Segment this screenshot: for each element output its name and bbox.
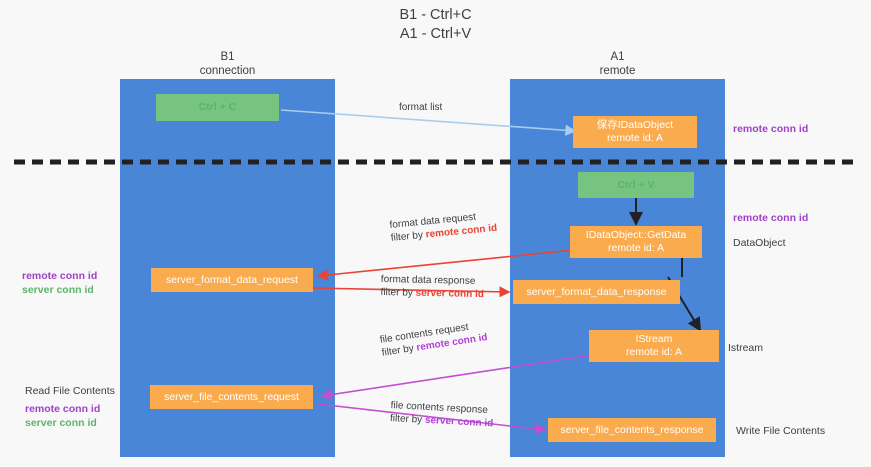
node-server-file-contents-request[interactable]: server_file_contents_request <box>150 385 313 409</box>
node-server-format-data-request[interactable]: server_format_data_request <box>151 268 313 292</box>
node-istream[interactable]: IStream remote id: A <box>589 330 719 362</box>
node-istream-sublabel: remote id: A <box>625 346 683 358</box>
filter-by-accent-4: server conn id <box>424 414 494 430</box>
arrow-file-contents-response <box>317 403 547 435</box>
page-title-line-1: B1 - Ctrl+C <box>399 7 472 23</box>
arrow-format-list <box>280 109 577 136</box>
column-header-b1-name: B1 <box>220 51 235 63</box>
node-idataobject-store-sublabel: remote id: A <box>606 132 664 144</box>
column-header-b1-role: connection <box>199 65 256 77</box>
annotation-remote-conn-id-mid: remote conn id <box>733 212 809 224</box>
node-server-file-contents-request-label: server_file_contents_request <box>164 390 299 403</box>
annotation-write-file-contents: Write File Contents <box>736 425 826 437</box>
page-title: B1 - Ctrl+C A1 - Ctrl+V <box>0 6 871 44</box>
node-idataobject-getdata[interactable]: IDataObject::GetData remote id: A <box>570 226 702 258</box>
node-idataobject-getdata-label: IDataObject::GetData <box>585 229 687 241</box>
node-server-format-data-response[interactable]: server_format_data_response <box>513 280 680 304</box>
edge-label-format-list: format list <box>399 101 442 114</box>
page-title-line-2: A1 - Ctrl+V <box>399 26 472 42</box>
node-server-format-data-request-label: server_format_data_request <box>166 273 298 286</box>
annotation-dataobject: DataObject <box>733 237 786 249</box>
annotation-left-remote-conn-id-2: remote conn id <box>25 403 101 415</box>
node-server-format-data-response-label: server_format_data_response <box>526 285 667 298</box>
column-header-a1: A1 remote <box>510 50 725 78</box>
edge-label-format-list-line1: format list <box>399 102 443 113</box>
node-idataobject-store-label: 保存IDataObject <box>596 119 674 131</box>
edge-label-format-data-response: format data response filter by server co… <box>380 273 484 301</box>
node-ctrl-c[interactable]: Ctrl + C <box>156 94 279 121</box>
node-istream-label: IStream <box>635 333 673 345</box>
node-ctrl-c-label: Ctrl + C <box>198 101 237 113</box>
edge-label-format-data-response-line2: filter by server conn id <box>380 286 484 301</box>
filter-by-accent-2: server conn id <box>415 287 485 301</box>
filter-by-prefix-2: filter by <box>380 286 416 299</box>
annotation-left-server-conn-id-2: server conn id <box>25 417 97 429</box>
filter-by-prefix-4: filter by <box>389 412 426 426</box>
node-server-file-contents-response[interactable]: server_file_contents_response <box>548 418 716 442</box>
filter-by-prefix-1: filter by <box>390 229 427 244</box>
node-idataobject-getdata-sublabel: remote id: A <box>607 242 665 254</box>
arrow-format-data-request <box>316 249 574 281</box>
node-idataobject-store[interactable]: 保存IDataObject remote id: A <box>573 116 697 148</box>
column-header-b1: B1 connection <box>120 50 335 78</box>
arrow-file-contents-request <box>320 354 593 401</box>
annotation-left-server-conn-id-1: server conn id <box>22 284 94 296</box>
annotation-read-file-contents: Read File Contents <box>25 385 115 397</box>
column-header-a1-name: A1 <box>610 51 625 63</box>
edge-label-file-contents-response: file contents response filter by server … <box>390 399 495 430</box>
node-ctrl-v-label: Ctrl + V <box>617 178 655 191</box>
node-server-file-contents-response-label: server_file_contents_response <box>560 423 704 436</box>
annotation-remote-conn-id-top: remote conn id <box>733 123 809 135</box>
column-header-a1-role: remote <box>599 65 636 77</box>
node-ctrl-v[interactable]: Ctrl + V <box>578 172 694 198</box>
arrow-format-data-response <box>312 286 511 298</box>
annotation-istream: Istream <box>728 342 764 354</box>
annotation-left-remote-conn-id-1: remote conn id <box>22 270 98 282</box>
